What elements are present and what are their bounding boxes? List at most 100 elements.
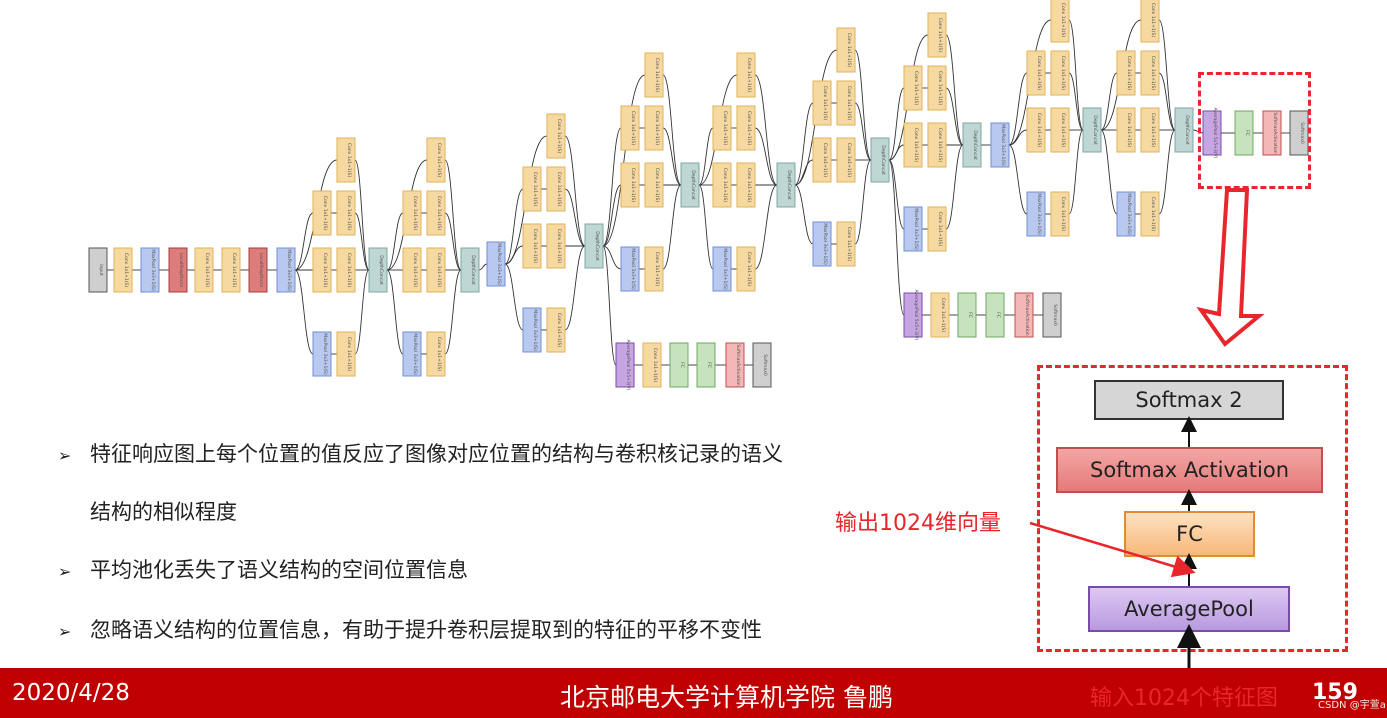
conv-node-label: Conv 1x1+1(S) [346, 143, 352, 177]
conv-node [644, 52, 664, 98]
conv-node [426, 331, 446, 377]
conv-node-label: Conv 1x1+1(S) [1150, 56, 1156, 90]
pool-node-label: MaxPool 3x3+1(S) [322, 333, 328, 375]
bullet-arrow-icon: ➢ [58, 622, 72, 641]
conv-node [927, 122, 947, 168]
pool-node [1116, 191, 1136, 237]
conv-node [546, 113, 566, 159]
diagram-edge [354, 212, 370, 271]
conv-node [1116, 107, 1136, 153]
lrn-node [168, 247, 188, 293]
conv-node-label: Conv 1x1+1(S) [746, 58, 752, 92]
conv-node-label: Conv 1x1+1(S) [556, 229, 562, 263]
conv-node-label: Conv 1x1+1(S) [532, 229, 538, 263]
fc-node-label: FC [706, 362, 712, 368]
pool-node-label: MaxPool 3x3+1(S) [822, 223, 828, 265]
diagram-edge [354, 159, 370, 271]
conv-node [712, 162, 732, 208]
conv-node [927, 12, 947, 58]
avgpool-node-label: AveragePool 5x5+3(V) [625, 340, 631, 391]
pool-node [903, 206, 923, 252]
softmax-node-label: Softmax0 [1299, 122, 1305, 144]
diagram-edge [504, 263, 524, 331]
pool-node-label: MaxPool 3x3+1(S) [1036, 193, 1042, 235]
diagram-edge [1158, 129, 1176, 215]
conv-node-label: Conv 1x1+1(S) [746, 168, 752, 202]
diagram-edge [564, 135, 586, 247]
concat-node [680, 162, 700, 208]
conv-node-label: Conv 1x1+1(S) [1060, 56, 1066, 90]
conv-node [336, 190, 356, 236]
pool-node-label: MaxPool 3x3+1(S) [1126, 193, 1132, 235]
diagram-edge [444, 269, 462, 355]
diagram-edge [854, 102, 872, 161]
bullet-text: 特征响应图上每个位置的值反应了图像对应位置的结构与卷积核记录的语义 [90, 442, 783, 466]
conv-node-label: Conv 1x1+1(S) [1150, 3, 1156, 37]
diagram-edge [602, 74, 646, 247]
diagram-edge [602, 245, 617, 366]
bullet-text: 平均池化丢失了语义结构的空间位置信息 [90, 558, 468, 582]
conv-node-label: Conv 1x1+1(S) [1060, 197, 1066, 231]
diagram-edge [602, 184, 622, 247]
pool-node [620, 246, 640, 292]
conv-node [836, 221, 856, 267]
diagram-edge [662, 127, 682, 186]
input-node-label: input [98, 264, 104, 276]
conv-node [930, 292, 950, 338]
pool-node [990, 122, 1010, 168]
conv-node-label: Conv 1x1+1(S) [822, 86, 828, 120]
diagram-edge [698, 184, 714, 270]
conv-node [644, 246, 664, 292]
softact-node-label: SoftmaxActivation [735, 344, 741, 385]
concat-node [460, 247, 480, 293]
conv-node [522, 166, 542, 212]
conv-node-label: Conv 1x1+1(S) [1126, 113, 1132, 147]
fc-label: FC [1176, 522, 1203, 546]
diagram-edge [1068, 19, 1084, 131]
conv-node [1050, 0, 1070, 43]
output-annotation: 输出1024维向量 [835, 511, 1001, 536]
diagram-edge [794, 184, 814, 245]
softact-node-label: SoftmaxActivation [1272, 112, 1278, 153]
softact-node-label: SoftmaxActivation [1024, 294, 1030, 335]
diagram-edge [386, 212, 404, 271]
conv-node [402, 247, 422, 293]
diagram-edge [888, 159, 905, 230]
conv-node-label: Conv 1x1+1(S) [652, 348, 658, 382]
classifier-highlight-frame [1198, 72, 1311, 189]
diagram-edge [888, 159, 905, 316]
conv-node [736, 52, 756, 98]
bullet-arrow-icon: ➢ [58, 446, 72, 465]
concat-node-label: DepthConcat [786, 170, 792, 200]
conv-node [522, 223, 542, 269]
averagepool-label: AveragePool [1124, 597, 1254, 621]
avgpool-node [903, 292, 923, 338]
conv-node-label: Conv 1x1+1(S) [846, 33, 852, 67]
conv-node [1026, 107, 1046, 153]
conv-node-label: Conv 1x1+1(S) [1036, 113, 1042, 147]
conv-node [1050, 191, 1070, 237]
conv-node-label: Conv 1x1+1(S) [654, 111, 660, 145]
avgpool-node-label: AveragePool 5x5+3(V) [1212, 108, 1218, 159]
pool-node [140, 247, 160, 293]
conv-node-label: Conv 1x1+1(S) [937, 71, 943, 105]
diagram-edge [1008, 144, 1028, 215]
softmax-node-label: Softmax0 [1052, 304, 1058, 326]
diagram-edge [888, 87, 905, 161]
conv-node-label: Conv 1x1+1(S) [322, 196, 328, 230]
conv-node-label: Conv 1x1+1(S) [532, 172, 538, 206]
softmax-node [1042, 292, 1062, 338]
conv-node [1116, 50, 1136, 96]
conv-node [426, 247, 446, 293]
conv-node-label: Conv 1x1+1(S) [822, 143, 828, 177]
concat-node [1082, 107, 1102, 153]
conv-node-label: Conv 1x1+1(S) [556, 172, 562, 206]
conv-node [1026, 50, 1046, 96]
pool-node [1026, 191, 1046, 237]
diagram-edge [945, 87, 964, 146]
csdn-watermark: CSDN @宇萱a [1318, 700, 1386, 711]
conv-node-label: Conv 1x1+1(S) [746, 252, 752, 286]
footer-institution: 北京邮电大学计算机学院 鲁鹏 [560, 683, 893, 712]
conv-node-label: Conv 1x1+1(S) [630, 168, 636, 202]
